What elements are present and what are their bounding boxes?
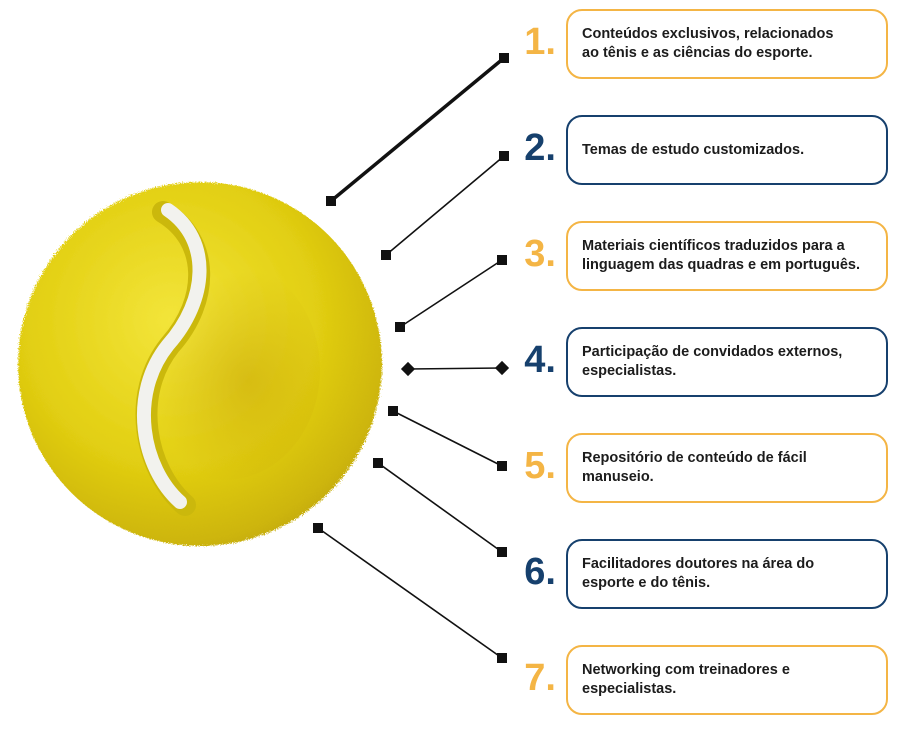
connector-line-1: [329, 56, 506, 203]
ball-shading: [130, 260, 320, 480]
item-number-3: 3.: [524, 233, 556, 275]
item-number-4: 4.: [524, 339, 556, 381]
connector-endpoint-ball-4: [400, 361, 416, 377]
item-number-1: 1.: [524, 21, 556, 63]
connector-endpoint-box-2: [499, 151, 509, 161]
connector-endpoint-ball-3: [395, 322, 405, 332]
connector-endpoint-box-3: [497, 255, 507, 265]
item-text-4: Participação de convidados externos,espe…: [582, 344, 843, 379]
connector-endpoint-box-7: [497, 653, 507, 663]
connector-endpoint-ball-6: [373, 458, 383, 468]
item-number-6: 6.: [524, 551, 556, 593]
connector-endpoint-ball-5: [388, 406, 398, 416]
connector-line-5: [392, 410, 503, 467]
item-number-2: 2.: [524, 127, 556, 169]
connector-line-2: [385, 155, 505, 256]
item-box-2: Temas de estudo customizados.: [566, 115, 888, 185]
item-number-5: 5.: [524, 445, 556, 487]
item-box-4: Participação de convidados externos,espe…: [566, 327, 888, 397]
connector-endpoint-ball-1: [326, 196, 336, 206]
item-number-7: 7.: [524, 657, 556, 699]
connector-endpoint-box-1: [499, 53, 509, 63]
connector-endpoint-box-6: [497, 547, 507, 557]
item-text-2: Temas de estudo customizados.: [582, 141, 805, 158]
connector-line-7: [317, 527, 503, 659]
connector-endpoint-box-5: [497, 461, 507, 471]
connector-line-6: [377, 462, 503, 553]
connector-endpoint-ball-2: [381, 250, 391, 260]
connector-endpoint-box-4: [494, 360, 510, 376]
tennis-ball-icon: [18, 182, 382, 546]
ball-seam: [136, 203, 207, 509]
connector-line-3: [399, 259, 503, 328]
connector-line-4: [407, 367, 503, 370]
connector-endpoint-ball-7: [313, 523, 323, 533]
